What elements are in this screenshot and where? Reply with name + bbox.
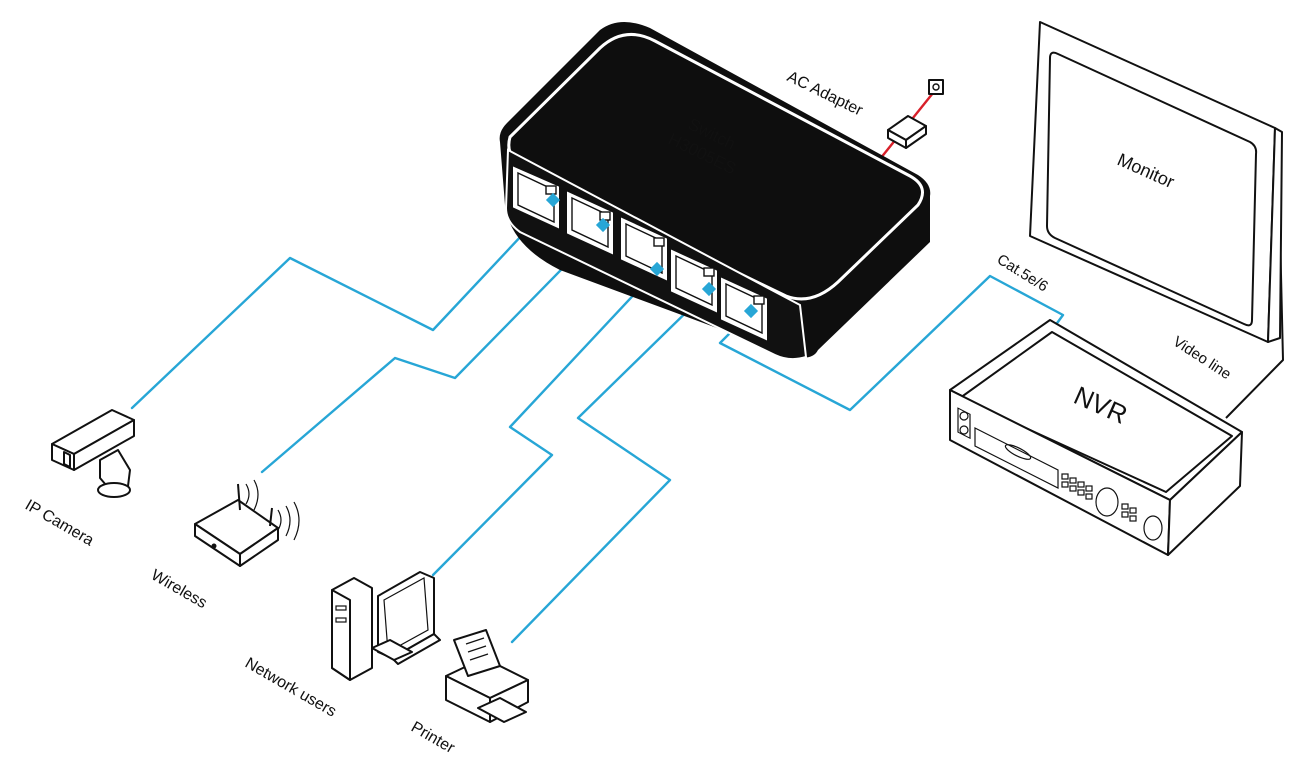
- wireless-router-icon: [194, 479, 300, 567]
- port-plugs: [545, 192, 759, 319]
- cable-nvr: [718, 274, 1065, 412]
- nvr-icon: [949, 319, 1243, 556]
- printer-icon: [445, 629, 529, 723]
- cable-type-label: Cat.5e/6: [994, 251, 1051, 295]
- ip-camera-label: IP Camera: [22, 497, 97, 550]
- cable-printer: [510, 288, 711, 644]
- wireless-label: Wireless: [148, 567, 210, 612]
- computer-icon: [331, 571, 441, 681]
- cable-wireless: [260, 224, 606, 474]
- cable-ip-camera: [130, 199, 556, 410]
- ip-camera-icon: [51, 409, 135, 498]
- video-line-label: Video line: [1170, 333, 1234, 383]
- network-users-label: Network users: [242, 655, 339, 721]
- cable-network-users: [431, 268, 659, 577]
- ac-adapter-icon: [887, 79, 944, 149]
- printer-label: Printer: [408, 719, 458, 758]
- switch-icon: [499, 21, 931, 361]
- monitor-icon: [1029, 21, 1283, 343]
